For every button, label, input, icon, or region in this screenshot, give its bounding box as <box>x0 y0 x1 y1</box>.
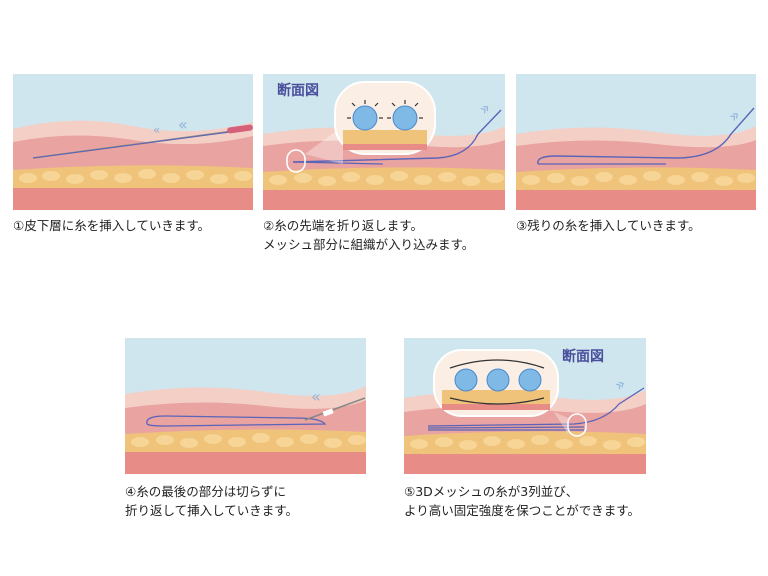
step-1-caption: ①皮下層に糸を挿入していきます。 <box>13 216 210 235</box>
step-4-caption-line-2: 折り返して挿入していきます。 <box>125 503 299 518</box>
step-1-caption-line-1: ①皮下層に糸を挿入していきます。 <box>13 218 211 233</box>
step-5-illustration: » 断面図 <box>404 338 646 474</box>
step-3-caption-line-1: ③残りの糸を挿入していきます。 <box>516 218 701 233</box>
step-2-illustration: » 断面図 <box>263 74 505 210</box>
step-4-illustration: « <box>125 338 366 474</box>
step-2-caption-line-1: ②糸の先端を折り返します。 <box>263 218 423 233</box>
step-2-caption-line-2: メッシュ部分に組織が入り込みます。 <box>263 237 475 252</box>
step-2-inset-label: 断面図 <box>277 83 319 99</box>
step-4-caption-line-1: ④糸の最後の部分は切らずに <box>125 484 286 499</box>
step-3-illustration: » <box>516 74 756 210</box>
step-3-caption: ③残りの糸を挿入していきます。 <box>516 216 701 235</box>
step-4-caption: ④糸の最後の部分は切らずに 折り返して挿入していきます。 <box>125 482 298 520</box>
svg-text:«: « <box>178 115 188 134</box>
step-5-caption-line-2: より高い固定強度を保つことができます。 <box>404 503 641 518</box>
step-5-caption: ⑤3Dメッシュの糸が3列並び、 より高い固定強度を保つことができます。 <box>404 482 640 520</box>
svg-text:«: « <box>153 123 160 137</box>
svg-text:«: « <box>311 387 321 406</box>
step-5-inset-label: 断面図 <box>562 349 604 365</box>
step-1-illustration: « « <box>13 74 253 210</box>
step-2-caption: ②糸の先端を折り返します。 メッシュ部分に組織が入り込みます。 <box>263 216 474 254</box>
step-5-caption-line-1: ⑤3Dメッシュの糸が3列並び、 <box>404 484 579 499</box>
